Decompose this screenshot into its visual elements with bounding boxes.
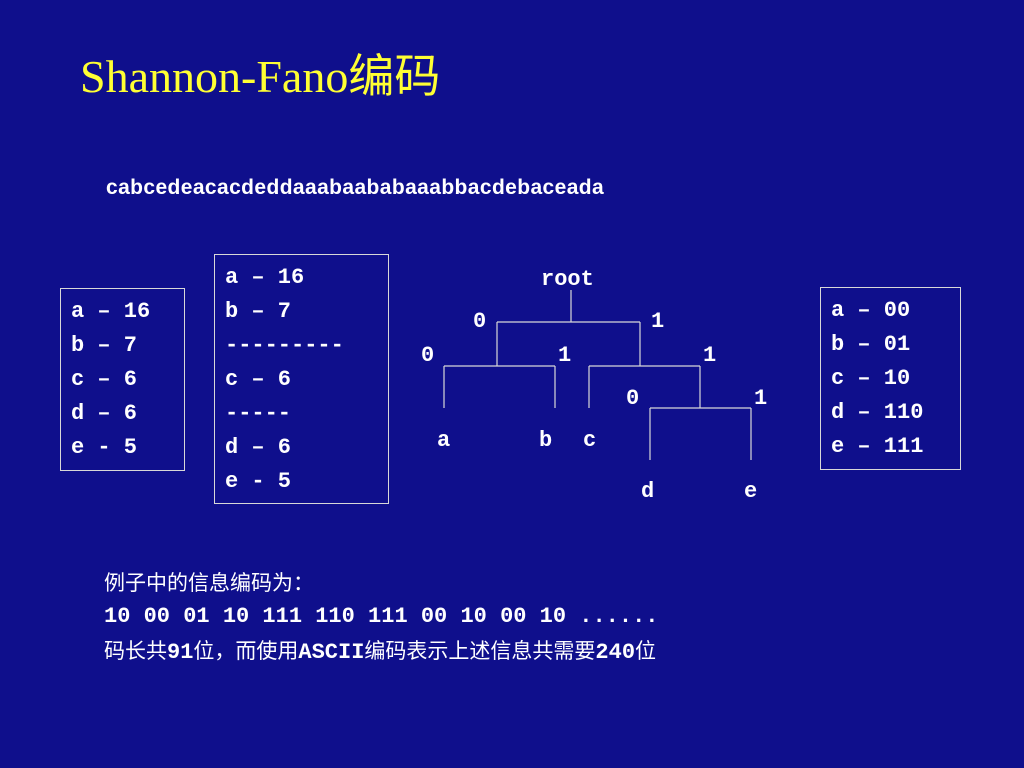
leaf-a: a <box>437 428 450 453</box>
freq-row-b: b – 7 <box>71 333 138 358</box>
frequency-table: a – 16 b – 7 c – 6 d – 6 e - 5 <box>60 288 185 471</box>
code-row-d: d – 110 <box>831 400 924 425</box>
freq-row-a: a – 16 <box>71 299 151 324</box>
leaf-e: e <box>744 479 757 504</box>
summary-text-4: 位 <box>635 639 657 663</box>
ascii-length-value: 240 <box>595 640 636 665</box>
message-sequence: cabcedeacacdeddaaabaababaaabbacdebaceada <box>106 176 605 199</box>
split-row-d: d – 6 <box>225 435 292 460</box>
code-row-b: b – 01 <box>831 332 911 357</box>
summary-block: 例子中的信息编码为： 10 00 01 10 111 110 111 00 10… <box>104 566 659 668</box>
code-row-c: c – 10 <box>831 366 911 391</box>
edge-label-l-left: 0 <box>421 343 434 368</box>
summary-text-2: 位，而使用 <box>193 639 299 663</box>
split-divider-1: --------- <box>225 333 344 358</box>
leaf-d: d <box>641 479 654 504</box>
freq-row-d: d – 6 <box>71 401 138 426</box>
edge-label-r-right: 1 <box>703 343 716 368</box>
leaf-c: c <box>583 428 596 453</box>
split-divider-2: ----- <box>225 401 292 426</box>
encoded-bits-line: 10 00 01 10 111 110 111 00 10 00 10 ....… <box>104 604 659 629</box>
split-row-b: b – 7 <box>225 299 292 324</box>
split-row-a: a – 16 <box>225 265 305 290</box>
split-row-c: c – 6 <box>225 367 292 392</box>
split-table: a – 16 b – 7 --------- c – 6 ----- d – 6… <box>214 254 389 504</box>
split-row-e: e - 5 <box>225 469 292 494</box>
freq-row-e: e - 5 <box>71 435 138 460</box>
ascii-label: ASCII <box>298 640 365 665</box>
code-table: a – 00 b – 01 c – 10 d – 110 e – 111 <box>820 287 961 470</box>
edge-label-root-left: 0 <box>473 309 486 334</box>
edge-label-root-right: 1 <box>651 309 664 334</box>
edge-label-rl-left: 0 <box>626 386 639 411</box>
tree-root-label: root <box>541 267 594 292</box>
leaf-b: b <box>539 428 552 453</box>
code-row-e: e – 111 <box>831 434 924 459</box>
summary-line-1: 例子中的信息编码为： <box>104 571 314 595</box>
edge-label-rl-right: 1 <box>754 386 767 411</box>
slide-title: Shannon-Fano编码 <box>80 51 441 102</box>
summary-text-1: 码长共 <box>104 639 167 663</box>
summary-line-3: 码长共91位，而使用ASCII编码表示上述信息共需要240位 <box>104 634 659 668</box>
tree-edges <box>443 290 752 460</box>
code-length-value: 91 <box>167 640 194 665</box>
summary-text-3: 编码表示上述信息共需要 <box>364 639 596 663</box>
edge-label-l-right: 1 <box>558 343 571 368</box>
freq-row-c: c – 6 <box>71 367 138 392</box>
code-row-a: a – 00 <box>831 298 911 323</box>
